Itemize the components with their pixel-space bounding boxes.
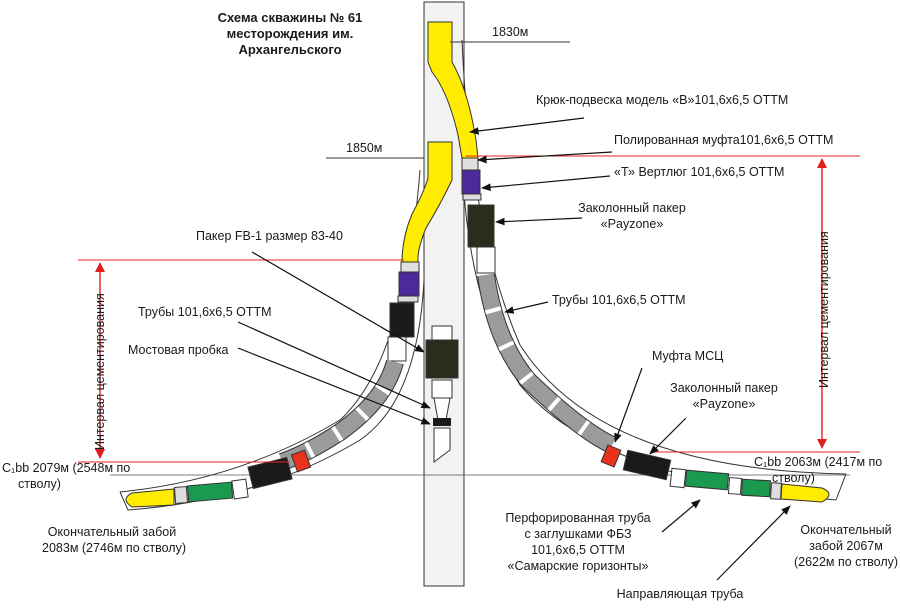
label-perforated-4: «Самарские горизонты» xyxy=(508,559,649,573)
label-cementing-left: Интервал цементирования xyxy=(93,293,107,450)
center-fb1-packer xyxy=(425,339,459,379)
label-polished-coupling: Полированная муфта101,6х6,5 ОТТМ xyxy=(614,133,833,147)
label-cementing-right: Интервал цементирования xyxy=(817,231,831,388)
label-hanger: Крюк-подвеска модель «В»101,6х6,5 ОТТМ xyxy=(536,93,788,107)
right-payzone-packer-lower xyxy=(622,449,672,481)
label-msc: Муфта МСЦ xyxy=(652,349,724,363)
label-guide-pipe: Направляющая труба xyxy=(617,587,744,601)
left-perforated-pipe xyxy=(186,481,234,503)
leader-polished-coupling xyxy=(477,151,613,164)
label-payzone-lower-1: Заколонный пакер xyxy=(670,381,778,395)
leader-bridge-plug xyxy=(237,347,431,425)
right-perforated-pipe-1 xyxy=(684,469,730,491)
depth-label-1830: 1830м xyxy=(492,25,528,39)
title-block: Схема скважины № 61 месторождения им. Ар… xyxy=(218,10,363,57)
right-perforated-pipe-2 xyxy=(741,478,771,498)
center-fb1-collar xyxy=(431,325,453,341)
title-line-1: Схема скважины № 61 xyxy=(218,10,363,25)
cement-arrow-right xyxy=(817,158,827,449)
label-payzone-upper-2: «Payzone» xyxy=(601,217,664,231)
label-swivel: «Т» Вертлюг 101,6х6,5 ОТТМ xyxy=(614,165,784,179)
right-perf-collar-2 xyxy=(727,477,743,495)
label-perforated-1: Перфорированная труба xyxy=(505,511,650,525)
label-bridge-plug: Мостовая пробка xyxy=(128,343,229,357)
center-bridge-plug-shoe xyxy=(433,427,451,463)
leader-hanger xyxy=(469,117,585,135)
left-swivel-ring xyxy=(397,295,419,303)
label-pipes-left: Трубы 101,6х6,5 ОТТМ xyxy=(138,305,272,319)
depth-label-1850: 1850м xyxy=(346,141,382,155)
left-msc-coupling xyxy=(290,449,312,473)
label-perforated-2: с заглушками ФБЗ xyxy=(524,527,631,541)
label-right-td-3: (2622м по стволу) xyxy=(794,555,898,569)
label-perforated-3: 101,6х6,5 ОТТМ xyxy=(531,543,625,557)
left-guide-pipe xyxy=(125,488,175,508)
label-pipes-right: Трубы 101,6х6,5 ОТТМ xyxy=(552,293,686,307)
center-bridge-plug-body xyxy=(431,379,453,399)
right-payzone-packer-upper xyxy=(467,204,495,248)
right-lateral-toe xyxy=(835,473,847,501)
leader-payzone-upper xyxy=(495,217,583,226)
right-packer-collar xyxy=(476,246,496,274)
left-swivel xyxy=(398,271,420,297)
right-swivel-ring xyxy=(462,193,482,201)
right-perf-collar-3 xyxy=(770,482,782,500)
label-left-tvd-2: стволу) xyxy=(18,477,61,491)
label-left-tvd-1: C₁bb 2079м (2548м по xyxy=(2,461,130,475)
leader-lines xyxy=(237,117,791,581)
right-swivel xyxy=(461,169,481,195)
left-pipes-string xyxy=(278,359,404,471)
label-right-tvd-1: C₁bb 2063м (2417м по xyxy=(754,455,882,469)
left-payzone-packer-upper xyxy=(389,302,415,338)
leader-msc xyxy=(614,367,643,443)
left-perf-collar-1 xyxy=(231,478,249,500)
label-right-tvd-2: стволу) xyxy=(772,471,815,485)
label-payzone-lower-2: «Payzone» xyxy=(693,397,756,411)
right-polished-coupling xyxy=(461,157,479,171)
label-left-td-2: 2083м (2746м по стволу) xyxy=(42,541,186,555)
center-bridge-plug-seal xyxy=(433,418,451,426)
label-payzone-upper-1: Заколонный пакер xyxy=(578,201,686,215)
right-guide-pipe xyxy=(780,483,830,503)
label-left-td-1: Окончательный забой xyxy=(48,525,176,539)
cement-arrow-left xyxy=(95,262,105,459)
label-right-td-2: забой 2067м xyxy=(809,539,883,553)
leader-swivel xyxy=(481,175,611,192)
title-line-2: месторождения им. xyxy=(227,26,354,41)
leader-payzone-lower xyxy=(649,417,687,455)
leader-fb1 xyxy=(251,251,425,353)
leader-pipes-right xyxy=(504,301,549,314)
left-perf-collar-2 xyxy=(173,486,189,504)
left-lateral-toe xyxy=(119,491,129,511)
label-fb1: Пакер FB-1 размер 83-40 xyxy=(196,229,343,243)
left-polished-coupling xyxy=(400,261,420,273)
leader-pipes-left xyxy=(237,321,431,409)
left-packer-collar xyxy=(387,336,407,362)
left-lateral-wall-outer xyxy=(119,169,421,493)
leader-perforated xyxy=(661,499,701,533)
right-perf-collar-1 xyxy=(669,467,687,489)
leader-guide-pipe xyxy=(716,505,791,581)
right-pipes-string xyxy=(477,273,616,454)
right-msc-coupling xyxy=(600,444,622,468)
title-line-3: Архангельского xyxy=(238,42,341,57)
label-right-td-1: Окончательный xyxy=(800,523,891,537)
